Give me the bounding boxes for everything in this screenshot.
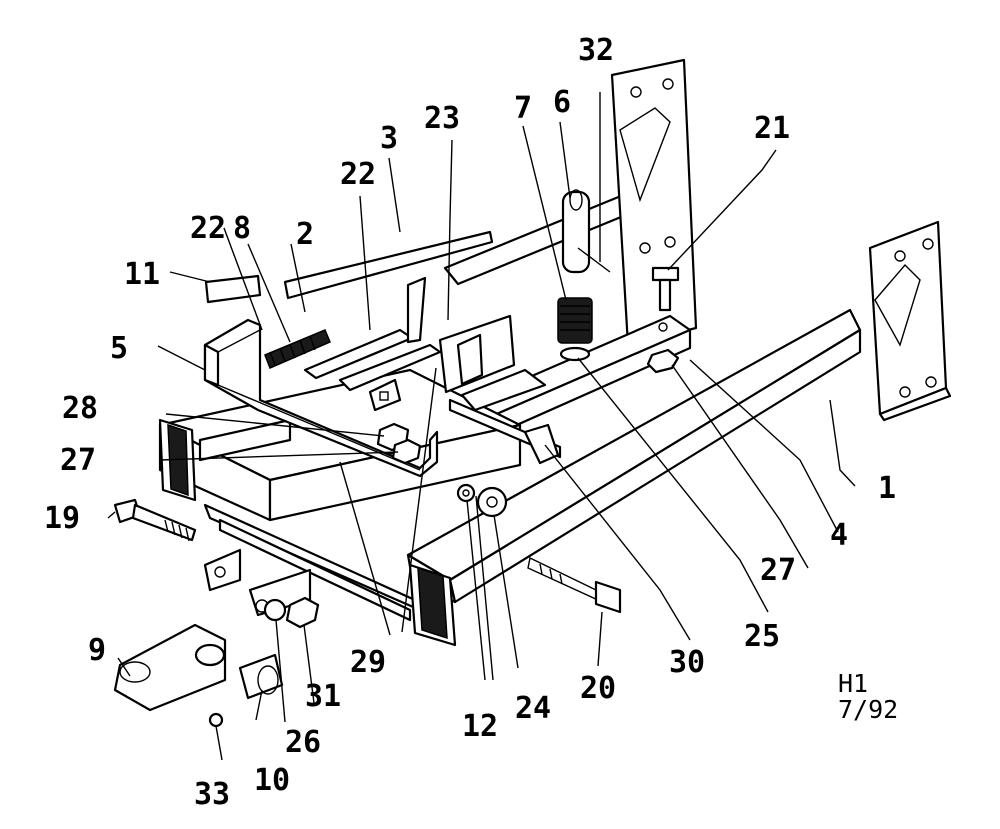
callout-30: 30: [669, 645, 705, 680]
washer-26: [263, 598, 287, 622]
spring-7: [557, 297, 593, 362]
clevis-9: [113, 623, 227, 712]
nut-27-right: [646, 348, 680, 374]
callout-29: 29: [350, 645, 386, 680]
drawing-code: H1 7/92: [838, 669, 898, 724]
drawing-code-line1: H1: [838, 669, 868, 698]
callout-32: 32: [578, 33, 614, 68]
callout-labels: 1 2 3 4 5 6 7 8 9 10 11 12 19 20 21 22 2…: [44, 33, 896, 812]
callout-1: 1: [878, 471, 896, 506]
callout-9: 9: [88, 633, 106, 668]
main-beam-1: [406, 220, 952, 604]
pin-6: [561, 189, 611, 274]
callout-27-right: 27: [760, 553, 796, 588]
callout-33: 33: [194, 777, 230, 812]
callout-7: 7: [514, 91, 532, 126]
callout-4: 4: [830, 518, 848, 553]
callout-28: 28: [62, 391, 98, 426]
central-channel: [158, 368, 522, 622]
nut-28: [376, 422, 422, 465]
callout-20: 20: [580, 671, 616, 706]
callout-10: 10: [254, 763, 290, 798]
callout-8: 8: [233, 211, 251, 246]
callout-31: 31: [305, 679, 341, 714]
callout-27-left: 27: [60, 443, 96, 478]
callout-22-upper: 22: [340, 157, 376, 192]
rod-30: [448, 368, 562, 465]
callout-22-left: 22: [190, 211, 226, 246]
nut-31: [285, 596, 320, 629]
callout-26: 26: [285, 725, 321, 760]
linkage-plates-2: [303, 314, 516, 412]
washer-12: [456, 483, 476, 503]
callout-5: 5: [110, 331, 128, 366]
callout-12: 12: [462, 709, 498, 744]
front-plates: [158, 418, 457, 647]
leader-lines: [107, 92, 856, 761]
callout-25: 25: [744, 619, 780, 654]
washer-24: [476, 486, 508, 518]
callout-21: 21: [754, 111, 790, 146]
bar-3: [283, 230, 494, 344]
callout-3: 3: [380, 121, 398, 156]
bolt-19: [113, 498, 197, 542]
callout-2: 2: [296, 217, 314, 252]
callout-24: 24: [515, 691, 551, 726]
drawing-code-line2: 7/92: [838, 695, 898, 724]
spring-8: [264, 329, 331, 369]
callout-6: 6: [553, 85, 571, 120]
callout-19: 19: [44, 501, 80, 536]
callout-11: 11: [124, 257, 160, 292]
bolt-20: [527, 556, 622, 614]
callout-23: 23: [424, 101, 460, 136]
washer-33: [208, 712, 224, 728]
strap-11: [204, 274, 262, 304]
